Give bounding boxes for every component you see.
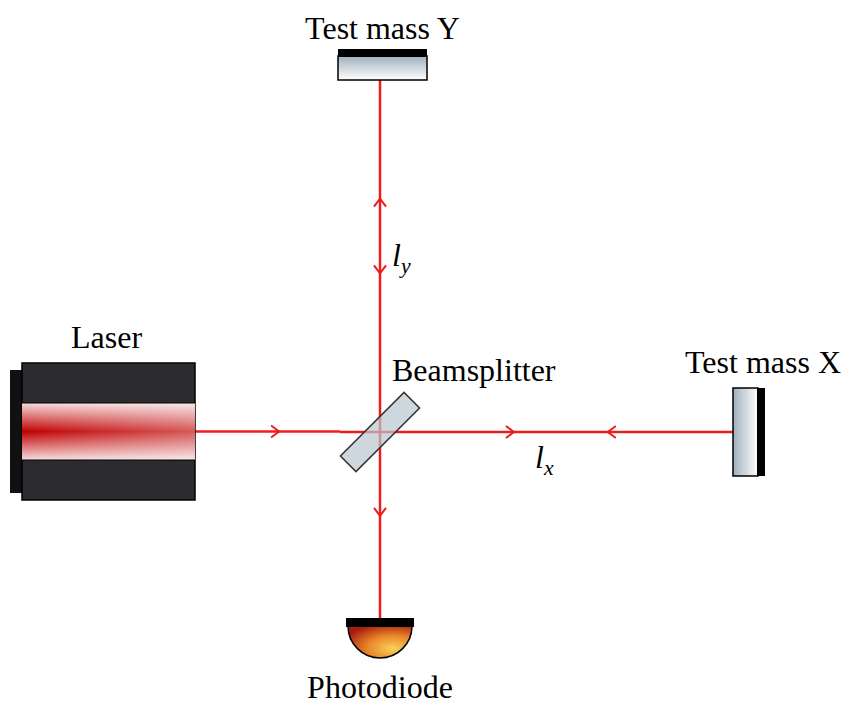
arm-length-label: ly: [390, 238, 413, 278]
component: Laser: [10, 363, 195, 500]
beam-line: [195, 430, 340, 433]
component-label: Photodiode: [307, 670, 453, 705]
component: Photodiode: [346, 618, 414, 660]
arm-length-label: lx: [533, 440, 556, 480]
beamsplitter-plate: [340, 392, 419, 471]
arrowhead: [374, 199, 386, 207]
photodiode-symbol: [346, 618, 414, 658]
laser-body: [10, 363, 195, 500]
arrowhead: [608, 426, 616, 438]
component-label: Test mass Y: [305, 11, 460, 46]
mirror: [733, 388, 765, 476]
arrowhead: [271, 426, 279, 438]
beam-line: [420, 431, 733, 434]
mirror: [338, 49, 427, 80]
laser-beam: [195, 426, 340, 438]
component-label: Beamsplitter: [392, 353, 556, 388]
arrowhead: [374, 508, 386, 516]
laser-beam: [374, 80, 386, 392]
laser-beam: [420, 426, 733, 438]
component-label: Test mass X: [685, 345, 841, 380]
beam-segment: [340, 392, 420, 472]
laser-beam: [374, 472, 386, 618]
component: Test mass X: [733, 388, 765, 476]
component-label: Laser: [71, 320, 142, 355]
arrowhead: [506, 426, 514, 438]
beam-line: [379, 80, 382, 392]
beam-line: [379, 472, 382, 618]
component: Test mass Y: [338, 50, 427, 80]
component: Beamsplitter: [340, 392, 420, 472]
arrowhead: [374, 265, 386, 273]
